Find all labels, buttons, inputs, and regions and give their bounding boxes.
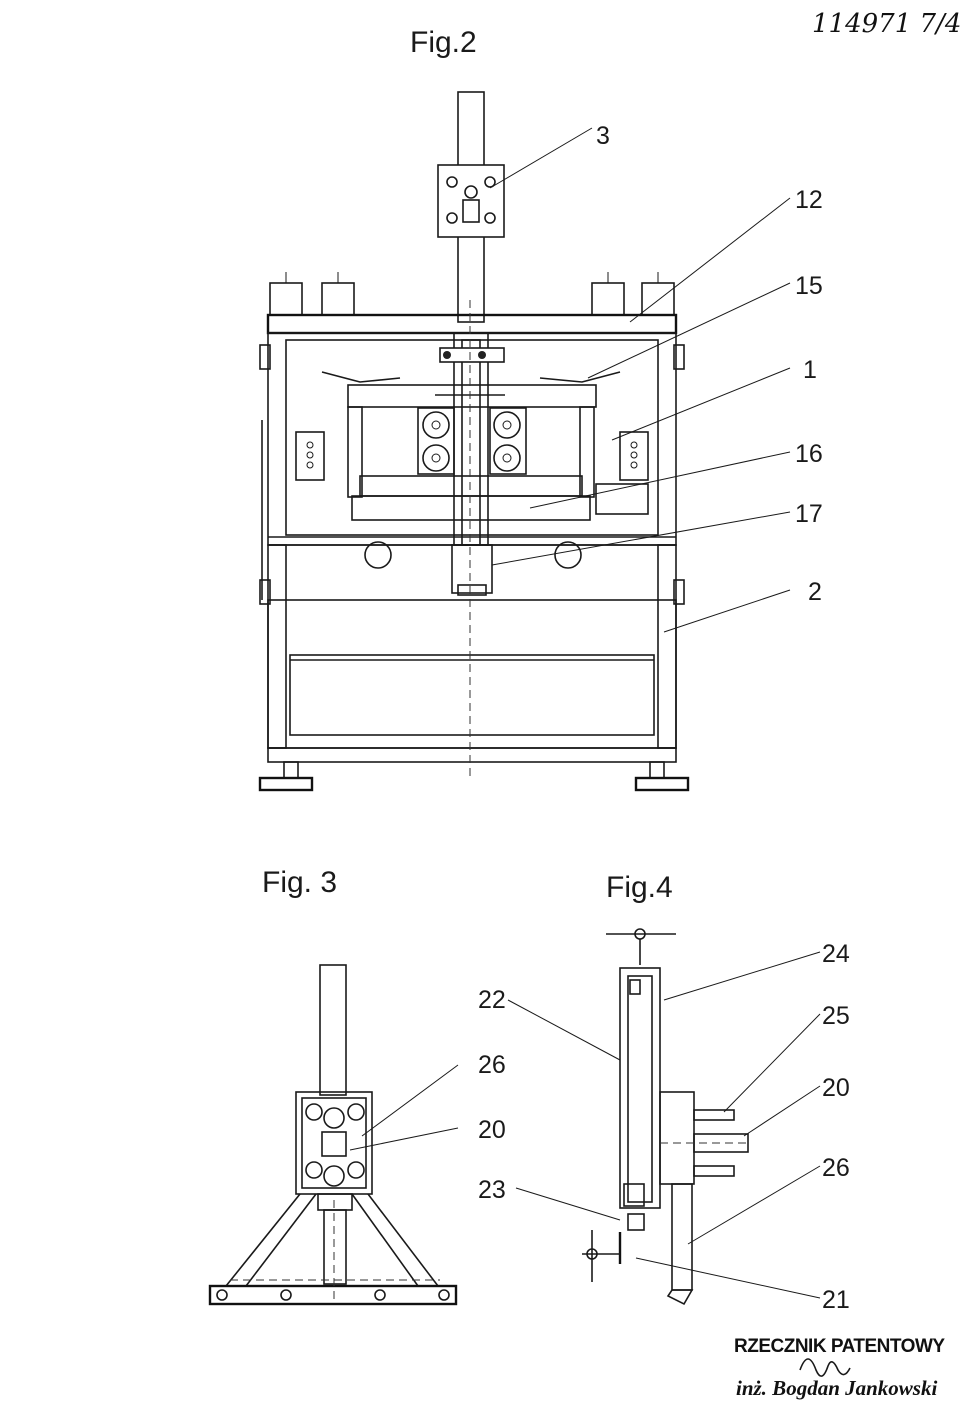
- fig3-drawing: [208, 964, 621, 1306]
- fig2-drawing: [258, 91, 791, 792]
- fig3-label-22: 22: [478, 986, 506, 1014]
- fig2-label-3: 3: [596, 122, 610, 150]
- fig4-label-20: 20: [822, 1074, 850, 1102]
- fig4-title: Fig.4: [606, 871, 673, 904]
- fig2-label-17: 17: [795, 500, 823, 528]
- fig3-title: Fig. 3: [262, 866, 337, 899]
- fig2-title: Fig.2: [410, 26, 477, 59]
- fig3-label-23: 23: [478, 1176, 506, 1204]
- attorney-stamp: RZECZNIK PATENTOWY inż. Bogdan Jankowski: [734, 1336, 946, 1400]
- fig4-label-25: 25: [822, 1002, 850, 1030]
- fig2-label-16: 16: [795, 440, 823, 468]
- signature: [799, 1358, 851, 1377]
- fig2-label-2: 2: [808, 578, 822, 606]
- fig4-label-24: 24: [822, 940, 850, 968]
- fig3-label-26: 26: [478, 1051, 506, 1079]
- fig2-label-15: 15: [795, 272, 823, 300]
- sheet-number: 114971 7/4: [812, 9, 960, 39]
- fig4-label-21: 21: [822, 1286, 850, 1314]
- fig4-label-26: 26: [822, 1154, 850, 1182]
- stamp-line-2: inż. Bogdan Jankowski: [736, 1376, 937, 1400]
- fig2-label-1: 1: [803, 356, 817, 384]
- stamp-line-1: RZECZNIK PATENTOWY: [734, 1336, 945, 1357]
- fig2-label-12: 12: [795, 186, 823, 214]
- fig3-label-20: 20: [478, 1116, 506, 1144]
- fig4-drawing: [582, 928, 821, 1306]
